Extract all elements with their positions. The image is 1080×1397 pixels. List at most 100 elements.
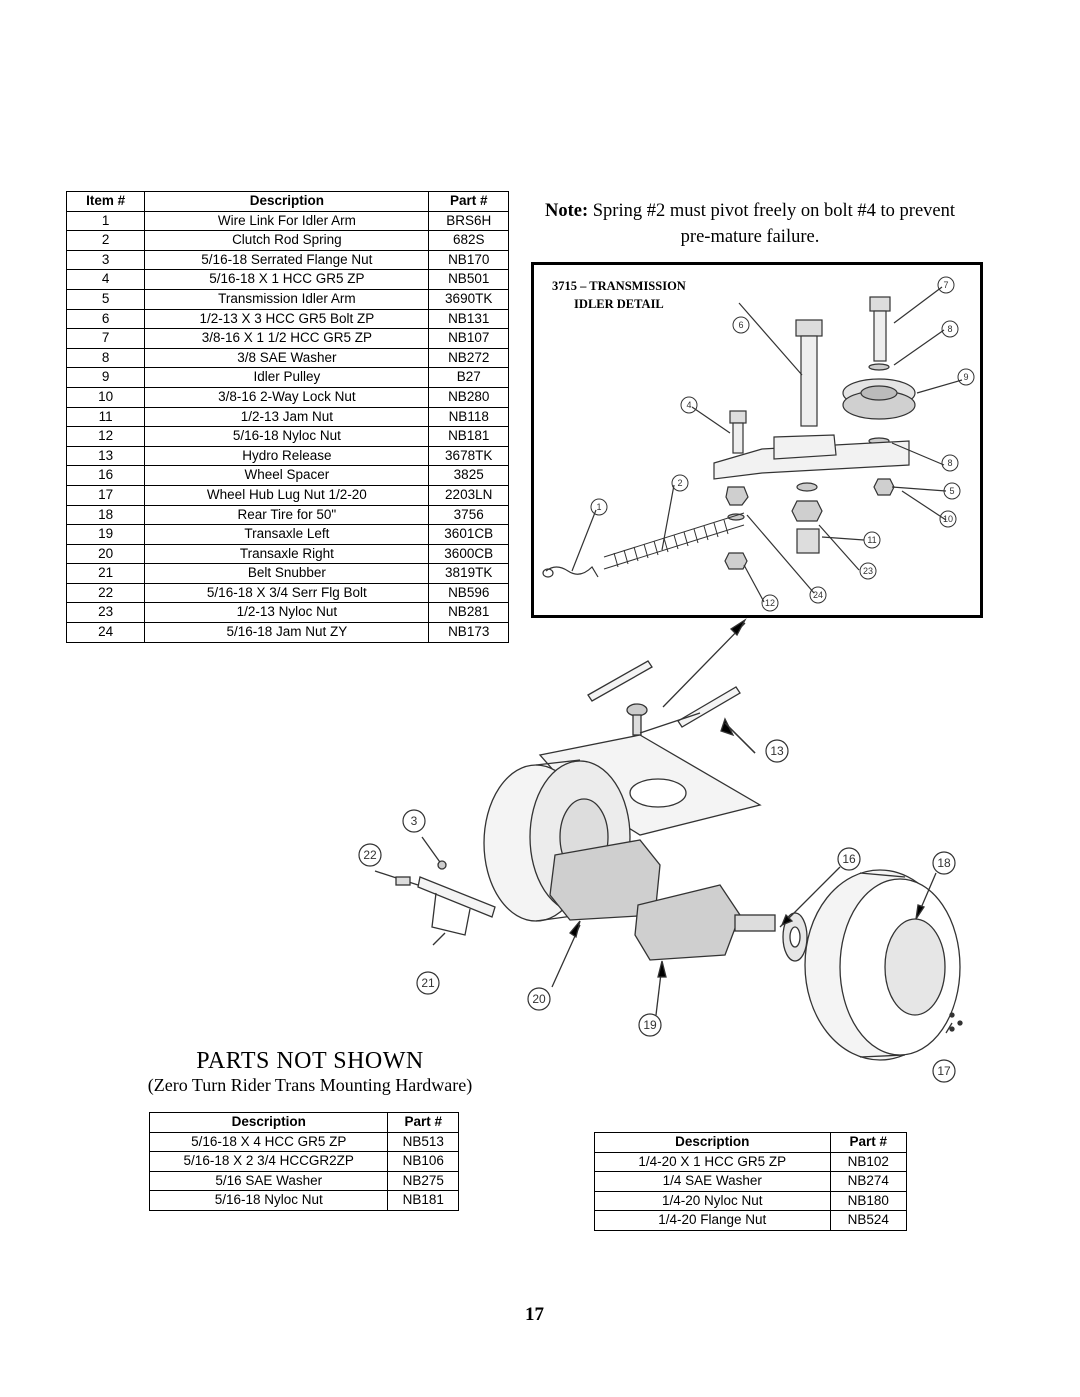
table-cell: 23 [65,602,146,624]
table-cell: 3678TK [428,445,509,467]
detail-title-line2: IDLER DETAIL [574,297,664,311]
header-item: Item # [65,191,146,212]
table-cell: 5/16-18 X 1 HCC GR5 ZP [144,269,430,290]
table-header-row: Description Part # [594,1132,908,1153]
table-cell: 5/16-18 X 3/4 Serr Flg Bolt [144,582,430,604]
table-cell: B27 [428,367,509,388]
table-cell: Idler Pulley [144,367,430,388]
detail-callout: 8 [947,324,952,334]
table-cell: NB501 [428,269,509,290]
exploded-callout: 18 [937,856,951,870]
table-cell: 1 [65,210,146,232]
table-cell: 5/16 SAE Washer [148,1170,389,1192]
table-cell: Transaxle Right [144,543,430,565]
table-cell: NB107 [428,328,509,349]
detail-title-line1: 3715 – TRANSMISSION [552,279,686,293]
table-cell: 12 [65,426,146,447]
table-cell: NB181 [428,426,509,447]
table-cell: 3825 [428,465,509,486]
detail-callout: 24 [813,590,823,600]
detail-callout: 11 [867,535,876,545]
exploded-callout: 21 [421,976,435,990]
exploded-callout: 17 [937,1064,951,1078]
hardware-table-left: Description Part # 5/16-18 X 4 HCC GR5 Z… [148,1112,459,1211]
table-cell: Wheel Spacer [144,465,430,486]
table-cell: 17 [65,484,146,506]
table-cell: NB118 [428,406,509,428]
table-cell: 1/2-13 X 3 HCC GR5 Bolt ZP [144,308,430,330]
table-cell: 5/16-18 Nyloc Nut [148,1190,389,1211]
table-cell: 3601CB [428,524,509,545]
detail-callout: 23 [863,566,873,576]
header-part: Part # [829,1132,908,1153]
table-cell: Belt Snubber [144,563,430,584]
table-cell: 8 [65,347,146,369]
detail-callout: 10 [943,514,953,524]
header-part: Part # [387,1112,459,1133]
table-cell: 5/16-18 Jam Nut ZY [144,622,430,643]
parts-not-shown-heading: PARTS NOT SHOWN [196,1048,424,1074]
table-cell: 7 [65,328,146,349]
table-cell: NB180 [829,1190,908,1212]
detail-title: 3715 – TRANSMISSION IDLER DETAIL [552,277,686,313]
table-cell: Wire Link For Idler Arm [144,210,430,232]
table-cell: Transmission Idler Arm [144,288,430,310]
table-cell: 19 [65,524,146,545]
table-cell: 5/16-18 Serrated Flange Nut [144,249,430,271]
table-cell: 3 [65,249,146,271]
table-header-row: Description Part # [148,1112,459,1133]
detail-callout: 2 [677,478,682,488]
detail-callout: 6 [738,320,743,330]
hardware-table-right: Description Part # 1/4-20 X 1 HCC GR5 ZP… [594,1132,908,1231]
table-cell: 18 [65,504,146,526]
table-cell: 3819TK [428,563,509,584]
table-cell: 13 [65,445,146,467]
table-cell: 9 [65,367,146,388]
header-description: Description [148,1112,389,1133]
table-cell: 1/2-13 Jam Nut [144,406,430,428]
table-cell: 3756 [428,504,509,526]
table-cell: 3690TK [428,288,509,310]
exploded-callout: 20 [532,992,546,1006]
table-header-row: Item # Description Part # [65,191,509,212]
header-description: Description [594,1132,831,1153]
table-cell: NB275 [387,1170,459,1192]
table-cell: NB596 [428,582,509,604]
table-cell: 11 [65,406,146,428]
detail-callout: 4 [686,400,691,410]
exploded-callout: 22 [363,848,377,862]
header-description: Description [144,191,430,212]
exploded-callout: 19 [643,1018,657,1032]
table-cell: 5 [65,288,146,310]
table-cell: Wheel Hub Lug Nut 1/2-20 [144,484,430,506]
exploded-callout: 16 [842,852,856,866]
table-cell: 20 [65,543,146,565]
exploded-callout: 13 [770,744,784,758]
table-cell: 2203LN [428,484,509,506]
detail-callout: 9 [963,372,968,382]
table-cell: 3/8-16 2-Way Lock Nut [144,386,430,408]
